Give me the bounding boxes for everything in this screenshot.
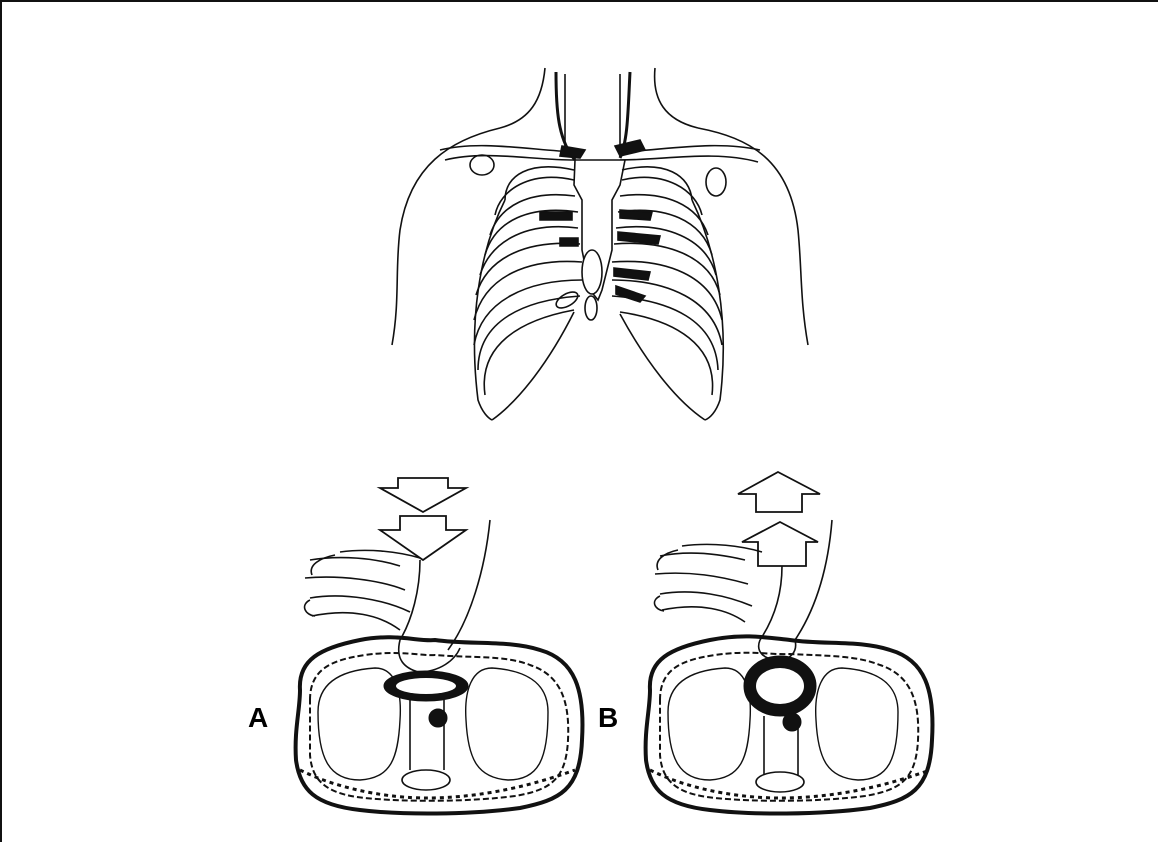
panel-b-illustration bbox=[646, 472, 933, 814]
decompression-arrows bbox=[738, 472, 820, 566]
panel-label-a: A bbox=[248, 704, 268, 732]
up-arrow-icon bbox=[738, 472, 820, 512]
compression-arrows bbox=[380, 478, 466, 560]
up-arrow-icon bbox=[742, 522, 818, 566]
panel-label-b: B bbox=[598, 704, 618, 732]
down-arrow-icon bbox=[380, 478, 466, 512]
panel-a-illustration bbox=[296, 478, 583, 814]
down-arrow-icon bbox=[380, 516, 466, 560]
thorax-cross-section-a bbox=[296, 637, 583, 813]
thorax-illustration bbox=[392, 68, 808, 420]
thorax-cross-section-b bbox=[646, 636, 933, 813]
